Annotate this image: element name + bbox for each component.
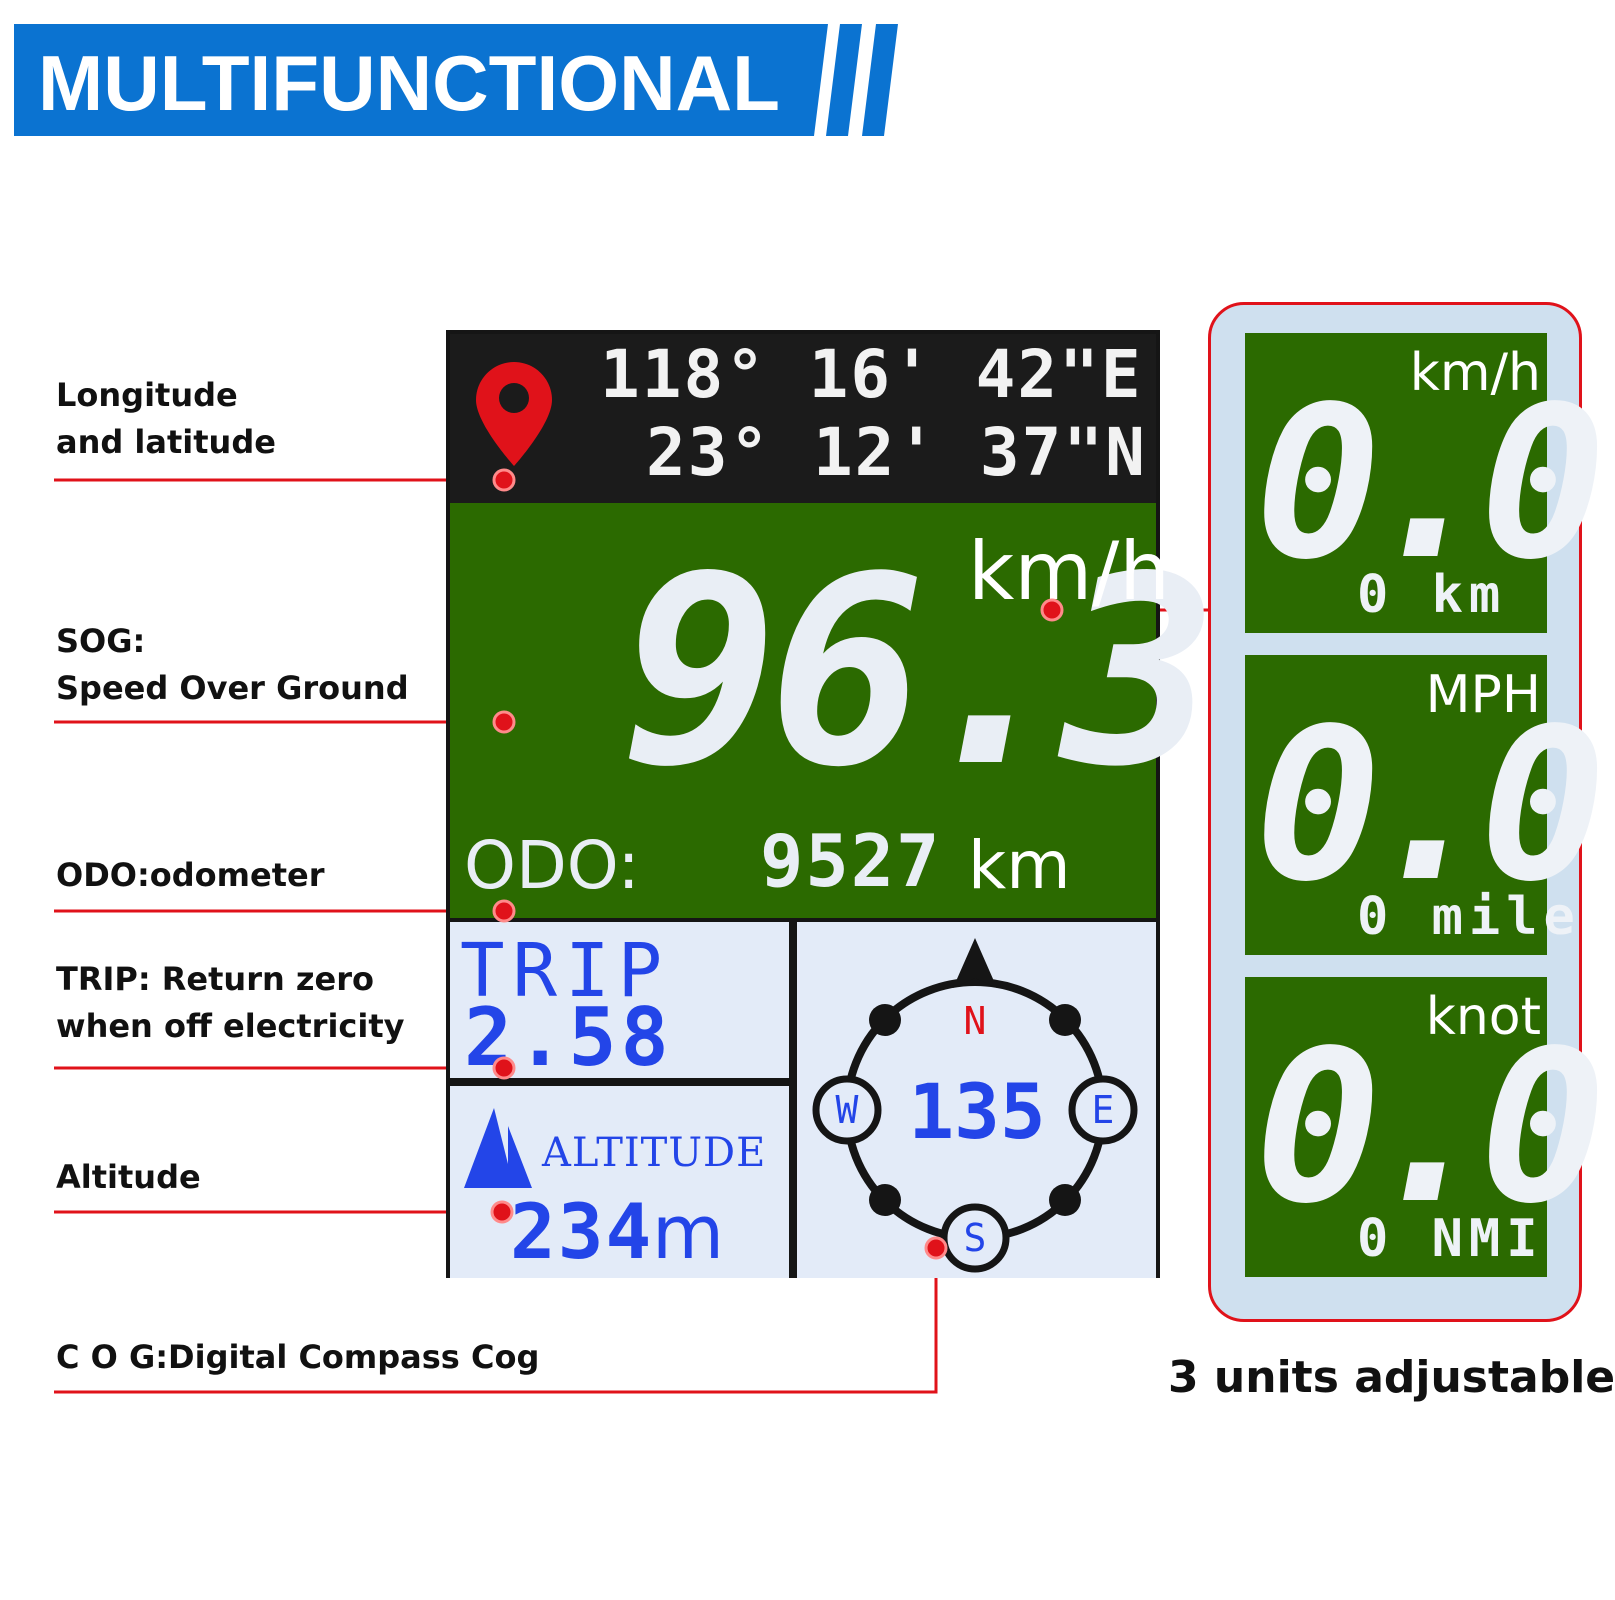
label-altitude: Altitude	[56, 1158, 201, 1196]
gps-speedometer-display: 118° 16' 42"E 23° 12' 37"N 96.3 km/h ODO…	[446, 330, 1218, 1278]
label-trip: TRIP: Return zero when off electricity	[56, 960, 405, 1045]
label-sog: SOG: Speed Over Ground	[56, 622, 409, 707]
units-panel: km/h 0.0 0 km MPH 0.0 0 mile knot 0.0 0 …	[1208, 302, 1606, 1322]
unit-card-kmh: km/h 0.0 0 km	[1245, 333, 1606, 633]
header-banner: MULTIFUNCTIONAL	[14, 24, 898, 136]
unit-card-value: 0.0	[1255, 1005, 1606, 1250]
latitude-readout: 23° 12' 37"N	[646, 414, 1147, 491]
unit-card-distance: 0 km	[1357, 565, 1507, 625]
unit-card-knot: knot 0.0 0 NMI	[1245, 977, 1606, 1277]
odo-unit: km	[968, 827, 1071, 904]
trip-panel: TRIP 2.58	[450, 922, 789, 1078]
unit-card-value: 0.0	[1255, 361, 1606, 606]
trip-value: 2.58	[464, 991, 673, 1084]
compass-west: W	[836, 1088, 859, 1132]
speed-value: 96.3	[622, 522, 1218, 824]
north-arrow-icon	[953, 938, 997, 988]
unit-card-mph: MPH 0.0 0 mile	[1245, 655, 1606, 955]
unit-card-value: 0.0	[1255, 683, 1606, 928]
units-caption: 3 units adjustable	[1168, 1352, 1615, 1403]
unit-card-label: km/h	[1409, 343, 1541, 403]
speed-panel: 96.3 km/h ODO: 9527 km	[450, 503, 1218, 918]
altitude-value: 234	[510, 1187, 654, 1276]
unit-card-distance: 0 mile	[1357, 887, 1581, 947]
label-longitude-latitude: Longitude and latitude	[56, 376, 276, 461]
odo-label: ODO:	[464, 827, 640, 904]
compass-panel: N W E S 135	[797, 922, 1156, 1278]
mountain-icon	[464, 1108, 532, 1188]
compass-dial: N W E S 135	[812, 938, 1138, 1273]
compass-north: N	[964, 999, 987, 1043]
compass-heading: 135	[908, 1067, 1045, 1156]
compass-east: E	[1092, 1088, 1115, 1132]
unit-card-label: knot	[1425, 987, 1541, 1047]
location-pin-icon	[476, 362, 552, 466]
odo-value: 9527	[760, 819, 942, 903]
altitude-unit: m	[652, 1190, 725, 1276]
altitude-panel: ALTITUDE 234 m	[450, 1086, 789, 1278]
unit-card-distance: 0 NMI	[1357, 1209, 1544, 1269]
longitude-readout: 118° 16' 42"E	[600, 336, 1143, 413]
banner-title: MULTIFUNCTIONAL	[38, 39, 780, 127]
unit-card-label: MPH	[1425, 665, 1541, 725]
label-cog: C O G:Digital Compass Cog	[56, 1338, 540, 1376]
speed-unit: km/h	[968, 525, 1170, 618]
coordinates-panel: 118° 16' 42"E 23° 12' 37"N	[450, 334, 1156, 503]
label-odometer: ODO:odometer	[56, 856, 325, 894]
compass-south: S	[964, 1216, 987, 1260]
trip-label: TRIP	[460, 928, 671, 1014]
altitude-label: ALTITUDE	[542, 1130, 767, 1176]
